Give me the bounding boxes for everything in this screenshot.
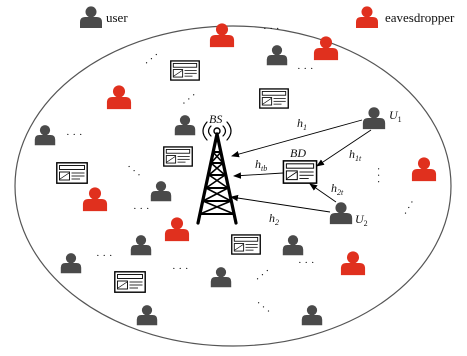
h1-label: h1 xyxy=(297,116,307,132)
user-icon xyxy=(282,235,304,256)
user-icon xyxy=(34,125,56,146)
tags xyxy=(56,60,289,293)
tag-device-icon xyxy=(114,271,146,293)
legend: user eavesdropper xyxy=(80,6,455,28)
u1-label: U1 xyxy=(389,108,402,124)
backscatter-device-icon xyxy=(282,160,318,184)
htb-label: htb xyxy=(255,157,267,173)
htb-arrow xyxy=(233,172,284,179)
u1-user-icon xyxy=(362,107,386,130)
h1t-label: h1t xyxy=(349,147,362,163)
tag-device-icon xyxy=(163,146,193,167)
user-icon xyxy=(266,45,288,66)
user-legend-icon xyxy=(80,6,102,28)
h2-arrow xyxy=(230,194,331,213)
eavesdropper-icon xyxy=(106,85,132,110)
users xyxy=(34,45,323,326)
eavesdropper-icon xyxy=(313,36,339,61)
user-icon xyxy=(60,253,82,274)
eavesdropper-icon xyxy=(164,217,190,242)
eavesdropper-icon xyxy=(82,187,108,212)
ellipsis-mark: · · · xyxy=(172,263,189,275)
ellipsis-mark: · · · xyxy=(66,129,83,141)
eavesdropper-legend-label: eavesdropper xyxy=(385,10,455,25)
ellipsis-mark: · · · xyxy=(263,23,280,35)
ellipsis-mark: · · · xyxy=(123,161,143,181)
eavesdropper-icon xyxy=(340,251,366,276)
eavesdropper-legend-icon xyxy=(356,6,378,28)
user-icon xyxy=(150,181,172,202)
base-station-tower-icon xyxy=(196,121,238,225)
u2-label: U2 xyxy=(355,212,368,228)
user-legend-label: user xyxy=(106,10,128,25)
ellipsis-mark: · · · xyxy=(133,203,150,215)
user-icon xyxy=(301,305,323,326)
ellipsis-mark: · · · xyxy=(372,167,384,184)
user-icon xyxy=(136,305,158,326)
ellipsis-mark: · · · xyxy=(96,250,113,262)
tag-device-icon xyxy=(259,88,289,109)
eavesdropper-icon xyxy=(411,157,437,182)
user-icon xyxy=(174,115,196,136)
ellipsis-mark: · · · xyxy=(253,265,273,285)
tag-device-icon xyxy=(170,60,200,81)
bd-label: BD xyxy=(290,146,306,160)
h2-label: h2 xyxy=(269,211,279,227)
ellipsis-mark: · · · xyxy=(297,63,314,75)
user-icon xyxy=(130,235,152,256)
ellipsis-mark: · · · xyxy=(253,297,273,317)
h2t-arrow xyxy=(309,183,337,203)
ellipsis-mark: · · · xyxy=(400,198,419,218)
h1t-arrow xyxy=(316,129,372,167)
u2-user-icon xyxy=(329,202,353,225)
tag-device-icon xyxy=(231,234,261,255)
ellipsis-mark: · · · xyxy=(179,89,199,109)
bs-label: BS xyxy=(209,112,222,126)
h2t-label: h2t xyxy=(331,181,344,197)
user-icon xyxy=(210,267,232,288)
ellipsis-mark: · · · xyxy=(298,257,315,269)
h1-arrow xyxy=(231,119,363,158)
ellipsis-mark: · · · xyxy=(142,49,162,69)
tag-device-icon xyxy=(56,162,88,184)
coverage-area-ellipse xyxy=(14,25,452,347)
